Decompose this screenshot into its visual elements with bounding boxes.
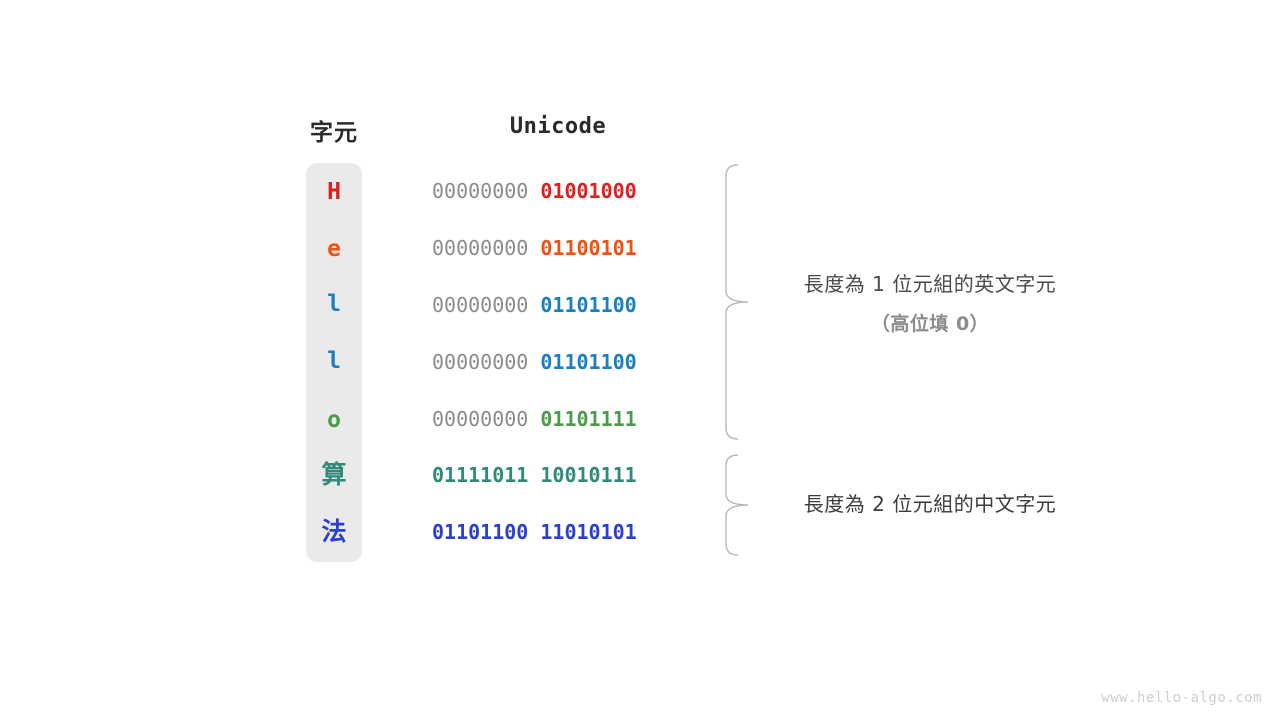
character-cell: 算 (321, 460, 347, 489)
unicode-binary-row: 00000000 01100101 (432, 235, 692, 261)
character-cell: l (327, 291, 341, 317)
high-byte: 01101100 (432, 520, 529, 544)
high-byte: 00000000 (432, 179, 529, 203)
low-byte: 01101100 (540, 350, 637, 374)
low-byte: 10010111 (540, 463, 637, 487)
high-byte: 00000000 (432, 350, 529, 374)
unicode-binary-row: 00000000 01101100 (432, 349, 692, 375)
annotation-text: 長度為 2 位元組的中文字元 (803, 492, 1057, 516)
unicode-binary-row: 00000000 01101111 (432, 406, 692, 432)
character-cell: e (327, 236, 341, 262)
unicode-binary-row: 01111011 10010111 (432, 462, 692, 488)
low-byte: 11010101 (540, 520, 637, 544)
character-cell: H (327, 179, 341, 205)
unicode-binary-row: 01101100 11010101 (432, 519, 692, 545)
annotation-label: 長度為 1 位元組的英文字元 （高位填 0） (760, 268, 1100, 336)
high-byte: 01111011 (432, 463, 529, 487)
watermark: www.hello-algo.com (1101, 690, 1262, 706)
high-byte: 00000000 (432, 407, 529, 431)
annotation-subtext: （高位填 0） (870, 313, 990, 335)
character-cell: o (327, 407, 341, 433)
curly-brace (725, 454, 749, 556)
unicode-binary-row: 00000000 01101100 (432, 292, 692, 318)
column-header-unicode: Unicode (509, 114, 607, 139)
high-byte: 00000000 (432, 236, 529, 260)
character-cell: l (327, 348, 341, 374)
unicode-binary-row: 00000000 01001000 (432, 178, 692, 204)
character-column-background (306, 163, 362, 562)
annotation-text: 長度為 1 位元組的英文字元 (803, 272, 1057, 296)
low-byte: 01101100 (540, 293, 637, 317)
low-byte: 01101111 (540, 407, 637, 431)
low-byte: 01100101 (540, 236, 637, 260)
column-header-character: 字元 (310, 119, 358, 145)
curly-brace (725, 164, 749, 440)
annotation-label: 長度為 2 位元組的中文字元 (760, 488, 1100, 517)
high-byte: 00000000 (432, 293, 529, 317)
character-cell: 法 (321, 517, 347, 546)
low-byte: 01001000 (540, 179, 637, 203)
